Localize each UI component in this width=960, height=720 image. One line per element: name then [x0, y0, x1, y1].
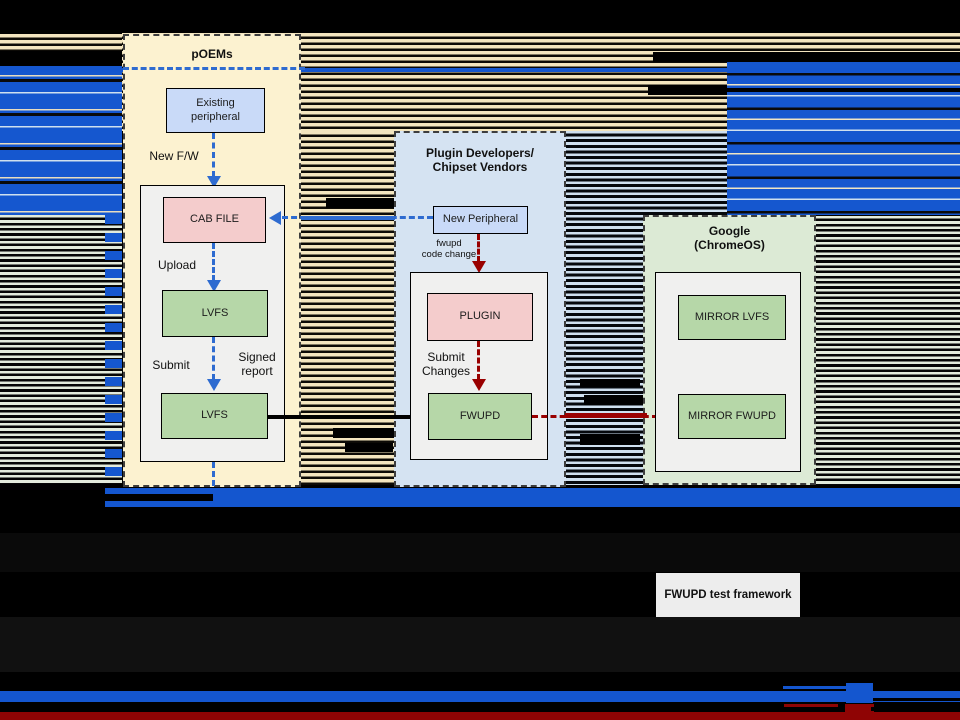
glitch-black-hairline	[873, 698, 960, 701]
glitch-blob	[333, 428, 395, 438]
glitch-red-block	[845, 704, 874, 714]
node-fwupd: FWUPD	[428, 393, 532, 440]
glitch-tan-band-left	[0, 34, 122, 51]
panel-poems-title: pOEMs	[191, 47, 233, 61]
glitch-blob	[580, 379, 640, 387]
node-lvfs-lower: LVFS	[161, 393, 268, 439]
glitch-blob	[580, 434, 640, 445]
glitch-blue-rule	[0, 68, 960, 72]
glitch-blue-right	[727, 62, 960, 215]
glitch-tan-column	[301, 131, 395, 485]
arrow-codechange-head	[472, 261, 486, 273]
arrow-upload-head	[207, 280, 221, 292]
arrow-upload-line	[212, 243, 215, 281]
glitch-blob	[326, 198, 397, 208]
arrow-submit-head	[207, 379, 221, 391]
glitch-blob	[345, 443, 393, 452]
node-mirror-fwupd: MIRROR FWUPD	[678, 394, 786, 439]
label-upload: Upload	[157, 258, 197, 272]
node-cab-file: CAB FILE	[163, 197, 266, 243]
glitch-red-hairline	[784, 704, 838, 707]
arrow-newperipheral-to-cab-line	[282, 216, 433, 219]
glitch-green-right	[816, 216, 960, 485]
label-fwupd-code-change: fwupd code change	[421, 238, 477, 260]
glitch-blob	[653, 52, 960, 62]
arrow-submit-changes-head	[472, 379, 486, 391]
node-fwupd-test-framework: FWUPD test framework	[656, 573, 800, 617]
arrow-lvfs-to-fwupd-line	[268, 415, 414, 419]
node-existing-peripheral: Existing peripheral	[166, 88, 265, 133]
glitch-gray-band-upper	[0, 533, 960, 572]
glitch-blob	[584, 395, 643, 405]
arrow-newperipheral-to-cab-head	[269, 211, 281, 225]
arrow-submit-changes-line	[477, 341, 480, 380]
node-plugin: PLUGIN	[427, 293, 533, 341]
bottom-red-bar	[0, 712, 960, 720]
glitch-black-notch	[105, 494, 213, 501]
arrow-fwupd-solid-glitch	[565, 413, 647, 418]
glitch-blue-left	[0, 66, 122, 215]
panel-google-chromeos-title: Google (ChromeOS)	[694, 224, 765, 253]
panel-plugin-developers-title: Plugin Developers/ Chipset Vendors	[425, 146, 535, 175]
glitch-blue-bar-mid	[105, 488, 960, 507]
label-submit: Submit	[152, 358, 190, 372]
glitch-blue-hairline	[783, 686, 847, 689]
glitch-blob	[648, 85, 727, 95]
bottom-blue-bar	[0, 691, 960, 702]
arrow-submit-line	[212, 337, 215, 380]
node-lvfs-upper: LVFS	[162, 290, 268, 337]
glitch-green-left	[0, 215, 105, 484]
node-mirror-lvfs: MIRROR LVFS	[678, 295, 786, 340]
arrow-newfw-line	[212, 133, 215, 177]
node-new-peripheral: New Peripheral	[433, 206, 528, 234]
glitch-blob	[727, 88, 960, 92]
label-signed-report: Signed report	[238, 350, 276, 378]
arrow-codechange-line	[477, 234, 480, 262]
glitch-black-mark	[871, 707, 899, 711]
label-submit-changes: Submit Changes	[421, 350, 471, 378]
glitch-gray-band-lower	[0, 617, 960, 672]
dashed-line-below-poems	[212, 462, 215, 504]
label-new-fw: New F/W	[149, 149, 199, 163]
glitch-blue-dashed-rule	[123, 67, 305, 70]
glitch-lightblue-upper	[566, 131, 727, 215]
glitch-blue-blocks-column	[105, 215, 122, 484]
